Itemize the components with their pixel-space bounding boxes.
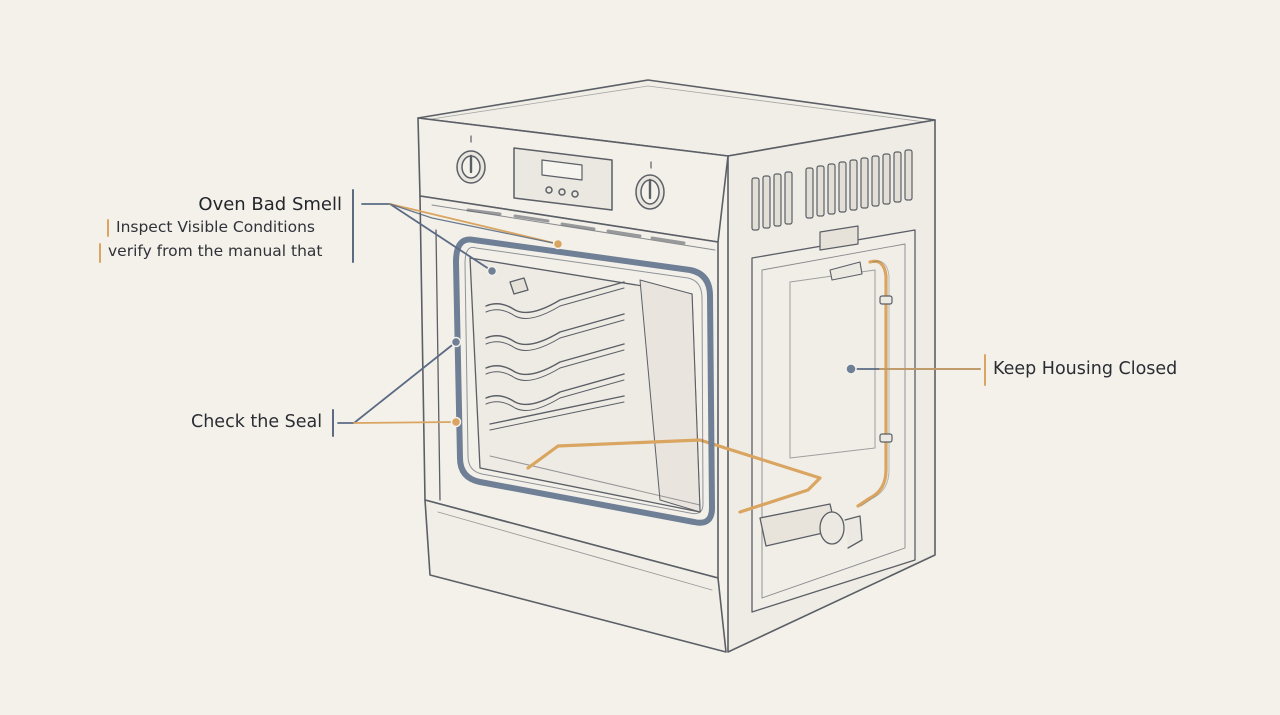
callout-keep-housing-closed: Keep Housing Closed <box>993 359 1178 379</box>
callout-dot-top-seal <box>552 238 564 250</box>
door-gasket <box>453 236 715 526</box>
side-vents <box>751 149 913 231</box>
callout-inspect-visible-conditions: Inspect Visible Conditions <box>116 218 315 236</box>
oven-light <box>509 277 529 295</box>
oven-racks <box>485 281 625 431</box>
callout-verify-manual: verify from the manual that <box>108 242 323 260</box>
label-bars <box>99 189 986 437</box>
housing-pump <box>759 503 863 549</box>
callout-dot-gasket-lower <box>450 416 462 428</box>
callout-leaders <box>337 203 981 428</box>
control-display <box>513 147 613 211</box>
callout-dot-housing <box>845 363 857 375</box>
callout-dot-gasket <box>450 336 462 348</box>
callout-check-the-seal: Check the Seal <box>191 412 323 432</box>
control-knobs <box>456 135 665 210</box>
heating-element <box>526 438 822 514</box>
housing-pipe <box>829 259 893 508</box>
callout-dot-light <box>486 265 498 277</box>
callout-title-oven-bad-smell: Oven Bad Smell <box>198 194 342 215</box>
door-edge <box>435 229 441 501</box>
